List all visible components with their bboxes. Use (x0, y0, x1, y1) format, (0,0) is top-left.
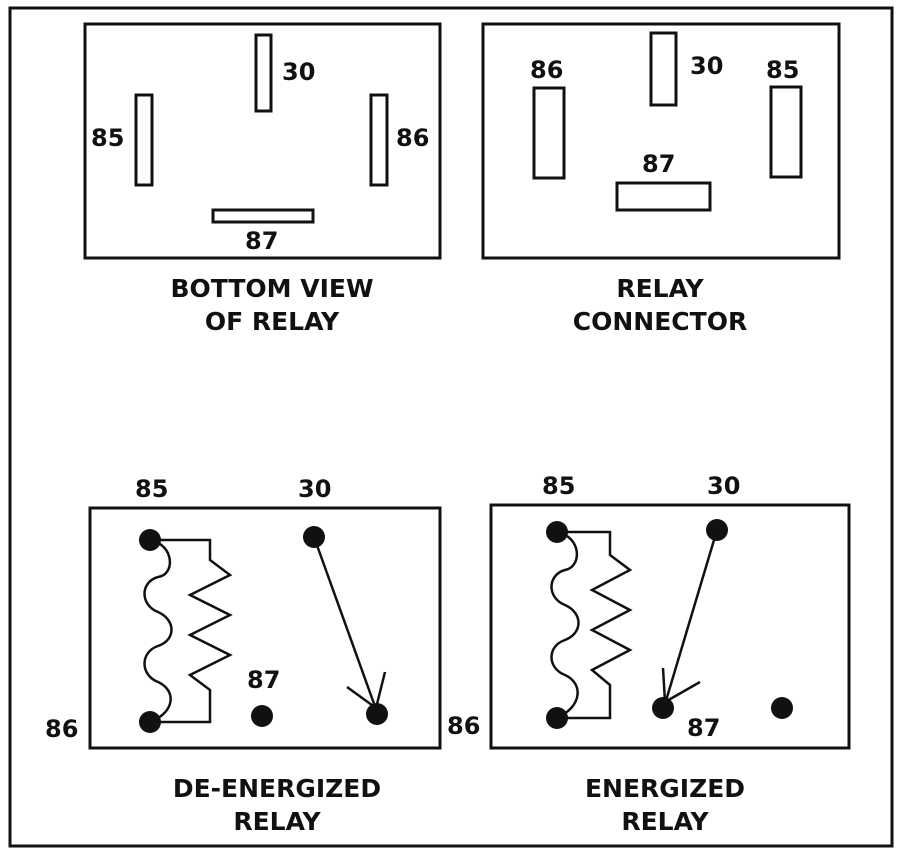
energized-label-86: 86 (447, 712, 480, 740)
de-energized-box (88, 506, 442, 750)
energized-terminal-86 (546, 707, 568, 729)
bottom-view-panel: 30 85 86 87 (83, 22, 442, 260)
outer-frame (8, 6, 894, 848)
de-energized-switch-arm (312, 536, 379, 713)
de-energized-switch-arrowhead (346, 671, 387, 711)
connector-pin-30 (649, 31, 678, 107)
connector-pin-86-label: 86 (530, 56, 563, 84)
energized-terminal-85 (546, 521, 568, 543)
bottom-view-pin-87 (211, 208, 315, 224)
energized-label-85: 85 (542, 472, 575, 500)
de-energized-terminal-87 (251, 705, 273, 727)
de-energized-caption-line1: DE-ENERGIZED (173, 774, 381, 803)
energized-panel: 87 (489, 503, 851, 750)
connector-pin-87 (615, 181, 712, 212)
energized-label-87: 87 (687, 714, 720, 742)
connector-caption-line1: RELAY (616, 274, 704, 303)
de-energized-label-85: 85 (135, 475, 168, 503)
de-energized-coil-inductor (143, 538, 173, 724)
connector-pin-30-label: 30 (690, 52, 723, 80)
bottom-view-pin-86 (369, 93, 389, 187)
bottom-view-caption-line2: OF RELAY (205, 307, 340, 336)
connector-pin-87-label: 87 (642, 150, 675, 178)
connector-caption-line2: CONNECTOR (573, 307, 747, 336)
de-energized-label-30: 30 (298, 475, 331, 503)
energized-switch-arm (663, 529, 719, 705)
connector-panel: 86 30 85 87 (481, 22, 841, 260)
connector-pin-85-label: 85 (766, 56, 799, 84)
energized-coil-inductor (550, 530, 580, 720)
energized-terminal-87 (652, 697, 674, 719)
energized-switch-arrowhead (661, 667, 701, 705)
bottom-view-caption-line1: BOTTOM VIEW (170, 274, 373, 303)
energized-terminal-87a (771, 697, 793, 719)
bottom-view-pin-30-label: 30 (282, 58, 315, 86)
connector-box (481, 22, 841, 260)
de-energized-caption-line2: RELAY (233, 807, 321, 836)
de-energized-label-87: 87 (247, 666, 280, 694)
bottom-view-pin-85 (134, 93, 154, 187)
bottom-view-pin-85-label: 85 (91, 124, 124, 152)
de-energized-label-86: 86 (45, 715, 78, 743)
bottom-view-pin-30 (254, 33, 273, 113)
de-energized-terminal-86 (139, 711, 161, 733)
bottom-view-pin-87-label: 87 (245, 227, 278, 255)
bottom-view-box (83, 22, 442, 260)
connector-pin-86 (532, 86, 566, 180)
de-energized-terminal-85 (139, 529, 161, 551)
energized-caption-line1: ENERGIZED (585, 774, 745, 803)
energized-coil-resistor (557, 530, 633, 720)
de-energized-terminal-87a (366, 703, 388, 725)
connector-pin-85 (769, 85, 803, 179)
energized-caption-line2: RELAY (621, 807, 709, 836)
bottom-view-pin-86-label: 86 (396, 124, 429, 152)
energized-label-30: 30 (707, 472, 740, 500)
energized-box (489, 503, 851, 750)
de-energized-coil-resistor (150, 538, 233, 724)
de-energized-panel: 87 (88, 506, 442, 750)
